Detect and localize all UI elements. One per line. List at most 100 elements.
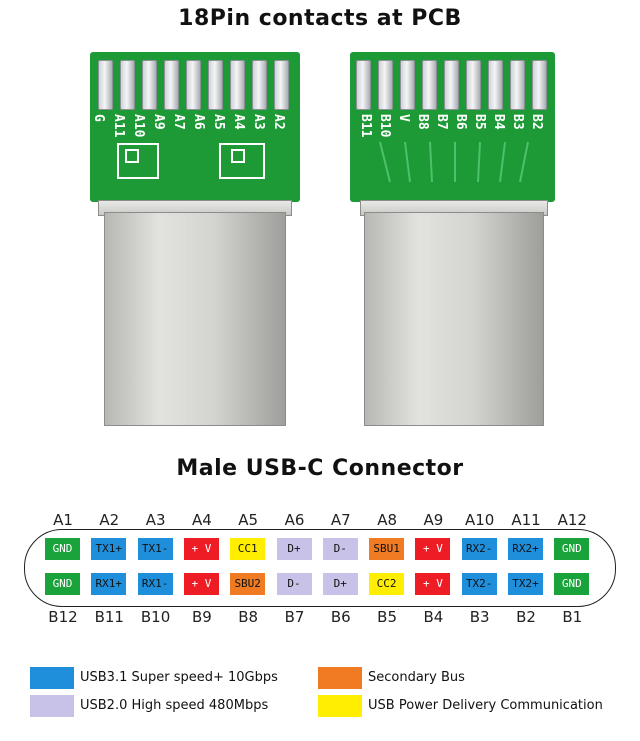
legend-label-sbu: Secondary Bus bbox=[368, 670, 465, 685]
pin-cell: RX2- bbox=[461, 538, 497, 560]
pcb-contact-pad bbox=[252, 60, 267, 110]
pcb-pin-label: B4 bbox=[491, 114, 506, 130]
pcb-pin-label: B11 bbox=[358, 114, 373, 138]
pcb-pin-label: B7 bbox=[434, 114, 449, 130]
pin-cell: D- bbox=[276, 573, 312, 595]
pcb-pin-label: A3 bbox=[251, 114, 266, 130]
pin-cell: GND bbox=[554, 573, 590, 595]
pin-cell: + V bbox=[183, 538, 219, 560]
pcb-contact-pad bbox=[208, 60, 223, 110]
top-title: 18Pin contacts at PCB bbox=[178, 6, 462, 31]
pcb-pin-label: A7 bbox=[171, 114, 186, 130]
pin-label-a2: A2 bbox=[99, 511, 120, 529]
pin-cell: RX2+ bbox=[508, 538, 543, 560]
pin-label-a8: A8 bbox=[377, 511, 397, 529]
pin-label-a12: A12 bbox=[557, 511, 587, 529]
pin-label-b11: B11 bbox=[94, 608, 124, 626]
pin-cell: GND bbox=[45, 538, 80, 560]
pcb-pin-label: A11 bbox=[111, 114, 126, 138]
pcb-contact-pad bbox=[142, 60, 157, 110]
pcb-contact-pad bbox=[274, 60, 289, 110]
pin-label-b10: B10 bbox=[140, 608, 171, 626]
pin-cell: GND bbox=[554, 538, 590, 560]
pcb-traces-icon bbox=[379, 142, 529, 183]
pin-cell: + V bbox=[415, 573, 451, 595]
pin-label-b9: B9 bbox=[191, 608, 212, 626]
pcb-contact-pad bbox=[444, 60, 459, 110]
legend-label-pd: USB Power Delivery Communication bbox=[368, 698, 603, 713]
pin-cell: TX1+ bbox=[91, 538, 127, 560]
pcb-pin-label: G bbox=[91, 114, 106, 122]
pcb-contact-pad bbox=[466, 60, 481, 110]
pin-cell: GND bbox=[45, 573, 80, 595]
pin-cell: RX1+ bbox=[91, 573, 127, 595]
pin-label-b5: B5 bbox=[377, 608, 398, 626]
pin-label-b7: B7 bbox=[284, 608, 305, 626]
pcb-pin-label: A4 bbox=[231, 114, 246, 130]
pcb-pin-label: V bbox=[396, 114, 411, 122]
pin-label-b12: B12 bbox=[48, 608, 78, 626]
legend-swatch-usb31 bbox=[30, 667, 74, 689]
pcb-pin-label: A9 bbox=[151, 114, 166, 130]
pin-label-a6: A6 bbox=[284, 511, 305, 529]
pcb-pin-label: B2 bbox=[529, 114, 544, 130]
pcb-pin-label: B5 bbox=[472, 114, 487, 130]
pin-label-a9: A9 bbox=[423, 511, 444, 529]
pin-label-b4: B4 bbox=[423, 608, 444, 626]
pin-label-b8: B8 bbox=[238, 608, 259, 626]
connector-title: Male USB-C Connector bbox=[176, 456, 464, 481]
pcb-pin-label: A2 bbox=[271, 114, 286, 130]
pcb-contact-pad bbox=[230, 60, 245, 110]
pcb-contact-pad bbox=[356, 60, 371, 110]
pcb-contact-pad bbox=[488, 60, 503, 110]
pcb-contact-pad bbox=[186, 60, 201, 110]
pin-cell: D+ bbox=[276, 538, 312, 560]
pin-cell: SBU1 bbox=[369, 538, 405, 560]
pin-cell: CC1 bbox=[230, 538, 266, 560]
pin-label-b3: B3 bbox=[469, 608, 490, 626]
pin-label-b2: B2 bbox=[516, 608, 536, 626]
pcb-pin-label: B3 bbox=[510, 114, 525, 130]
pcb-contact-pad bbox=[378, 60, 393, 110]
pin-cell: SBU2 bbox=[230, 573, 266, 595]
pcb-contact-pad bbox=[120, 60, 135, 110]
pin-cell: D- bbox=[322, 538, 358, 560]
pin-label-a5: A5 bbox=[238, 511, 259, 529]
usb-c-shell-front bbox=[104, 212, 286, 426]
legend-swatch-usb20 bbox=[30, 695, 74, 717]
pin-cell: + V bbox=[183, 573, 219, 595]
pcb-pin-label: A5 bbox=[211, 114, 226, 130]
pcb-contact-pad bbox=[422, 60, 437, 110]
legend-label-usb31: USB3.1 Super speed+ 10Gbps bbox=[80, 670, 278, 685]
pin-cell: RX1- bbox=[137, 573, 173, 595]
pin-cell: TX2+ bbox=[508, 573, 543, 595]
pcb-pin-label: B10 bbox=[377, 114, 392, 138]
pin-cell: CC2 bbox=[369, 573, 405, 595]
pcb-component-outline-icon bbox=[117, 143, 265, 179]
pin-cell: TX1- bbox=[137, 538, 173, 560]
legend-label-usb20: USB2.0 High speed 480Mbps bbox=[80, 698, 269, 713]
pcb-contact-pad bbox=[98, 60, 113, 110]
pin-label-a10: A10 bbox=[465, 511, 495, 529]
pcb-contact-pad bbox=[510, 60, 525, 110]
pin-label-a7: A7 bbox=[330, 511, 351, 529]
pin-label-b6: B6 bbox=[330, 608, 351, 626]
legend-swatch-sbu bbox=[318, 667, 362, 689]
pin-label-a11: A11 bbox=[511, 511, 541, 529]
pin-label-a4: A4 bbox=[191, 511, 212, 529]
connector-photo-front: A2 A3 A4 A5 A6 A7 A9 A10 A11 G bbox=[90, 52, 300, 432]
connector-outline bbox=[24, 529, 616, 607]
usb-c-shell-back bbox=[364, 212, 544, 426]
pin-cell: D+ bbox=[322, 573, 358, 595]
pcb-contact-pad bbox=[164, 60, 179, 110]
pcb-pin-label: B6 bbox=[453, 114, 468, 130]
legend-swatch-pd bbox=[318, 695, 362, 717]
pcb-pin-label: A10 bbox=[131, 114, 146, 138]
pin-cell: + V bbox=[415, 538, 451, 560]
pcb-contact-pad bbox=[400, 60, 415, 110]
pin-label-a1: A1 bbox=[53, 511, 73, 529]
pcb-pin-label: B8 bbox=[415, 114, 430, 130]
pcb-pin-label: A6 bbox=[191, 114, 206, 130]
pcb-contact-pad bbox=[532, 60, 547, 110]
